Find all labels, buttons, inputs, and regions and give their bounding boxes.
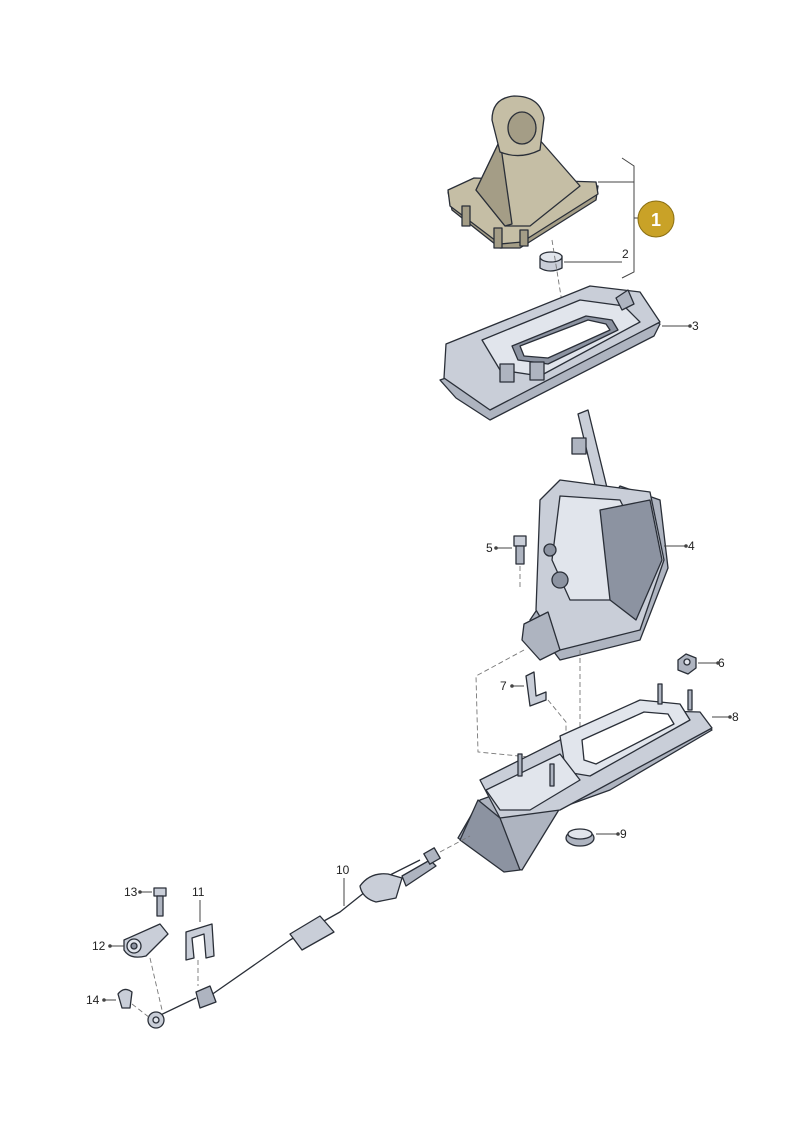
assembly-line-7 [475, 649, 561, 761]
lead-arrow-dots [102, 324, 732, 1002]
part-13-bolt[interactable] [153, 887, 167, 917]
assembly-line-10 [439, 835, 471, 853]
callout-13: 13 [124, 885, 138, 899]
part-8-base-bracket[interactable] [457, 683, 713, 873]
callout-2: 2 [622, 247, 629, 261]
part-7-clip[interactable] [525, 671, 547, 707]
part-5-screw[interactable] [513, 535, 527, 565]
callout-9: 9 [620, 827, 627, 841]
part-10-shift-cable[interactable] [147, 847, 441, 1029]
callout-3: 3 [692, 319, 699, 333]
callout-5: 5 [486, 541, 493, 555]
group-bracket [621, 157, 635, 279]
callout-10: 10 [336, 863, 350, 877]
callout-4: 4 [688, 539, 695, 553]
part-11-retaining-clip[interactable] [185, 923, 215, 961]
part-12-bearing-bracket[interactable] [123, 923, 169, 958]
assembly-line-14 [131, 1003, 151, 1019]
assembly-line-7b [547, 699, 567, 760]
callout-12: 12 [92, 939, 106, 953]
callout-8: 8 [732, 710, 739, 724]
badge-label: 1 [651, 210, 661, 230]
callout-14: 14 [86, 993, 100, 1007]
part-4-shift-mechanism[interactable] [521, 409, 669, 661]
part-6-nut[interactable] [677, 653, 697, 675]
gear-knob-boot-assembly[interactable] [447, 95, 599, 249]
part-2-clip[interactable] [539, 251, 563, 272]
callout-7: 7 [500, 679, 507, 693]
item-1-badge[interactable]: 1 [637, 200, 675, 238]
part-9-grommet[interactable] [565, 828, 595, 847]
part-3-trim-frame[interactable] [439, 285, 661, 421]
assembly-line-12 [149, 957, 163, 1011]
callout-6: 6 [718, 656, 725, 670]
callout-11: 11 [192, 885, 205, 899]
part-14-clip[interactable] [117, 988, 133, 1009]
